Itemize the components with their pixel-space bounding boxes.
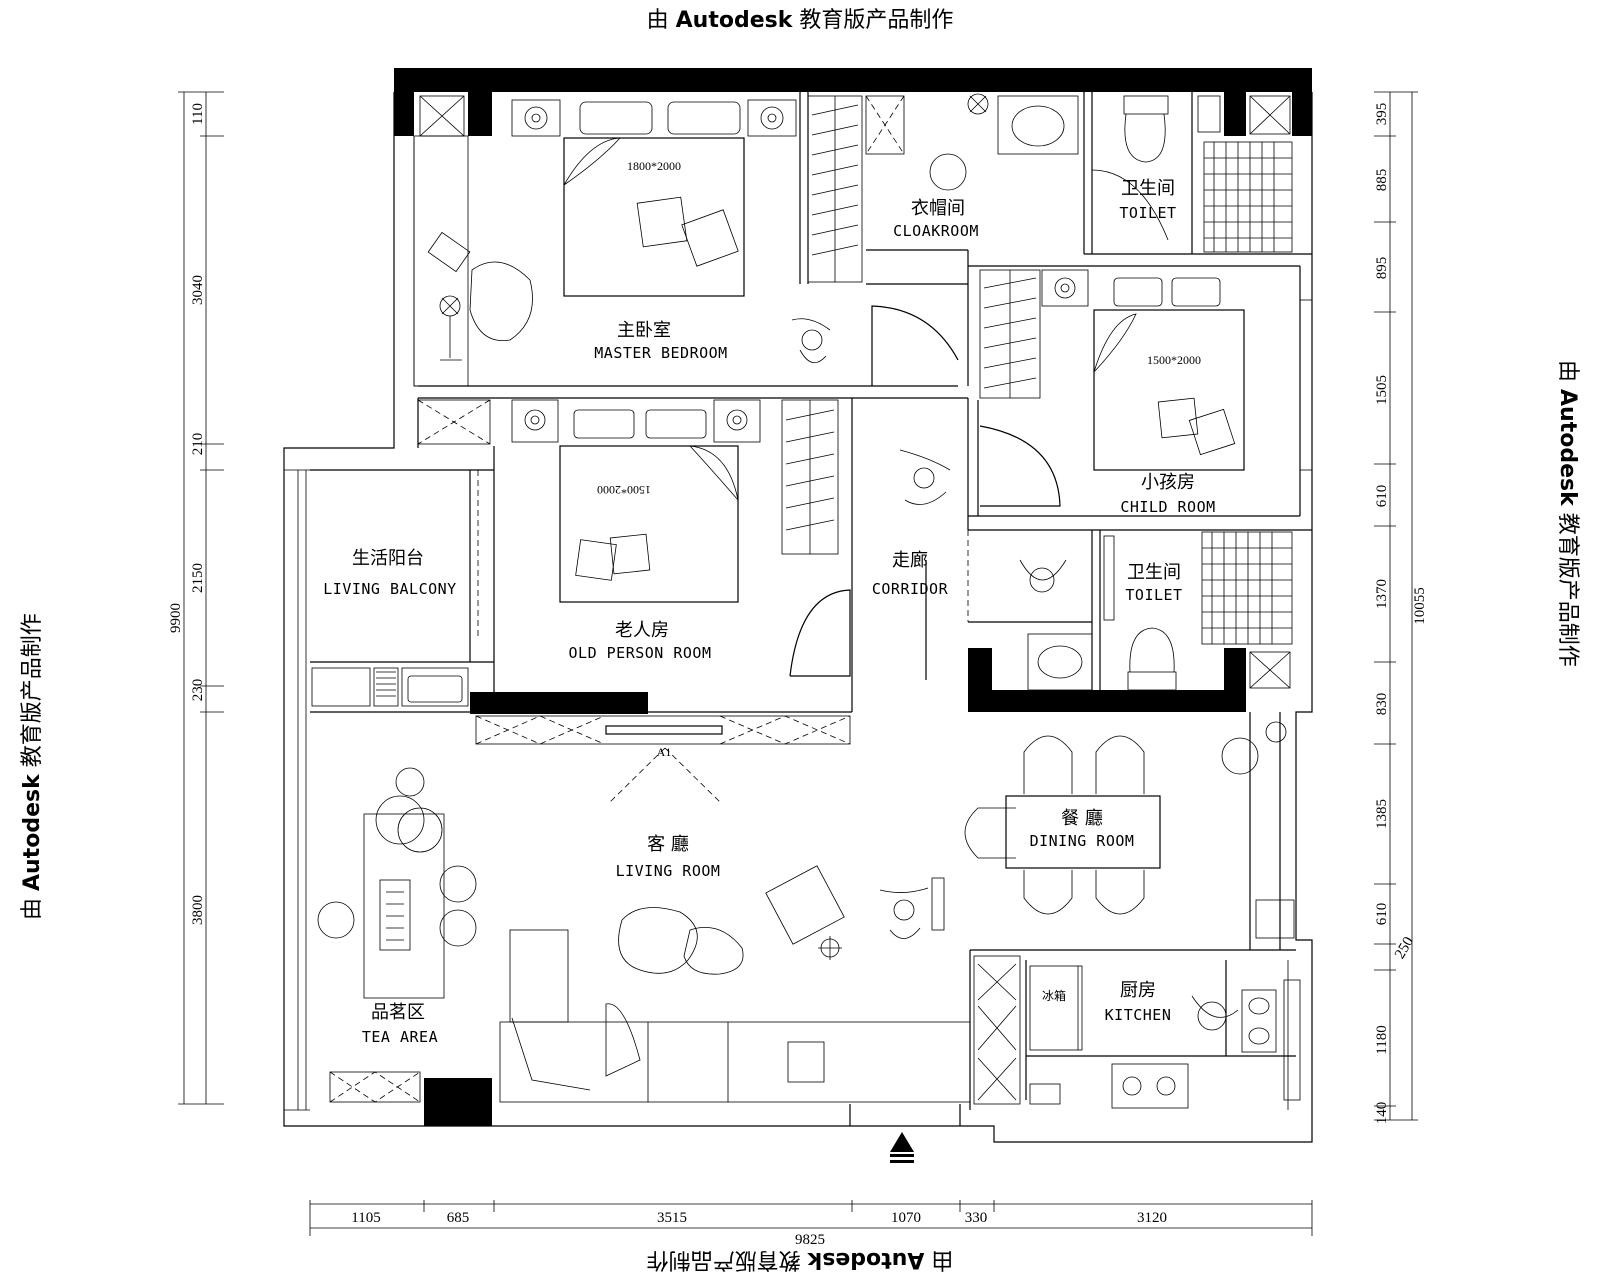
- dim-left-total: 9900: [168, 603, 184, 633]
- balcony-fixtures: [311, 667, 469, 707]
- label-living-room-zh: 客 廳: [647, 834, 689, 855]
- dim-right-8: 610: [1374, 903, 1390, 926]
- label-master-bedroom-zh: 主卧室: [617, 320, 671, 341]
- cloakroom-fixtures: [865, 93, 1079, 191]
- dim-bottom-4: 330: [965, 1210, 988, 1226]
- dim-bottom-1: 685: [447, 1210, 470, 1226]
- old-wardrobe: [781, 399, 839, 555]
- interior-walls: [310, 92, 1312, 1126]
- dimensions-right: 10055 395 885 895 1505 610 1370 830 1385…: [1374, 91, 1428, 1125]
- dim-right-9: 250: [1392, 934, 1417, 961]
- dimensions-left: 9900 110 3040 210 2150 230 3800: [168, 91, 224, 1105]
- label-kitchen-en: KITCHEN: [1105, 1006, 1172, 1024]
- dim-left-1: 3040: [190, 275, 206, 305]
- label-living-balcony-en: LIVING BALCONY: [323, 580, 456, 598]
- structural-walls: [394, 68, 1312, 1126]
- label-cloakroom-zh: 衣帽间: [911, 198, 965, 219]
- dim-right-3: 1505: [1374, 375, 1390, 405]
- label-toilet-top-en: TOILET: [1119, 204, 1176, 222]
- service-shafts: [329, 95, 1291, 1103]
- child-bed: [1041, 269, 1245, 471]
- room-labels: 主卧室 MASTER BEDROOM 1800*2000 衣帽间 CLOAKRO…: [323, 159, 1215, 1046]
- dim-bottom-0: 1105: [351, 1210, 380, 1226]
- label-toilet-top-zh: 卫生间: [1121, 178, 1175, 199]
- tea-table: [317, 767, 477, 999]
- kitchen-fixtures: [973, 955, 1277, 1109]
- dim-left-2: 210: [190, 433, 206, 456]
- dim-right-4: 610: [1374, 485, 1390, 508]
- windows: [413, 135, 1313, 1101]
- label-master-bed-size: 1800*2000: [627, 159, 681, 173]
- label-fridge: 冰箱: [1042, 988, 1066, 1003]
- child-door: [979, 425, 1061, 507]
- dim-right-7: 1385: [1374, 799, 1390, 829]
- person-figure-living: [879, 877, 945, 939]
- label-old-person-room-en: OLD PERSON ROOM: [569, 644, 712, 662]
- dim-right-1: 885: [1374, 169, 1390, 192]
- dim-bottom-3: 1070: [891, 1210, 921, 1226]
- master-door: [871, 305, 959, 386]
- tv-cabinet: [475, 715, 851, 803]
- dim-left-5: 3800: [190, 895, 206, 925]
- living-furniture: [499, 865, 971, 1103]
- dim-right-2: 895: [1374, 257, 1390, 280]
- dim-right-5: 1370: [1374, 579, 1390, 609]
- label-dining-room-zh: 餐 廳: [1061, 808, 1103, 829]
- toilet-top-fixtures: [1091, 95, 1293, 253]
- dim-right-10: 1180: [1374, 1025, 1390, 1054]
- label-tea-area-zh: 品茗区: [371, 1002, 425, 1023]
- label-toilet-mid-en: TOILET: [1125, 586, 1182, 604]
- master-desk: [427, 231, 533, 361]
- toilet-mid-fixtures: [1019, 531, 1293, 691]
- label-child-room-en: CHILD ROOM: [1120, 498, 1215, 516]
- label-corridor-en: CORRIDOR: [872, 580, 949, 598]
- label-living-room-en: LIVING ROOM: [616, 862, 721, 880]
- child-wardrobe: [979, 269, 1041, 399]
- label-child-bed-size: 1500*2000: [1147, 353, 1201, 367]
- master-bed: [511, 99, 797, 297]
- old-bed: [511, 399, 761, 603]
- dim-left-3: 2150: [190, 563, 206, 593]
- dim-left-4: 230: [190, 679, 206, 702]
- label-corridor-zh: 走廊: [892, 550, 928, 571]
- label-child-room-zh: 小孩房: [1141, 472, 1195, 493]
- dim-bottom-5: 3120: [1137, 1210, 1167, 1226]
- label-master-bedroom-en: MASTER BEDROOM: [594, 344, 727, 362]
- label-old-person-room-zh: 老人房: [615, 620, 669, 641]
- dim-bottom-total: 9825: [795, 1232, 825, 1248]
- outer-outline: [283, 92, 1313, 1143]
- master-wardrobe: [807, 95, 863, 283]
- label-tea-area-en: TEA AREA: [362, 1028, 438, 1046]
- watermark-top: 由 Autodesk 教育版产品制作: [646, 8, 954, 33]
- dim-left-0: 110: [190, 103, 206, 125]
- dim-right-0: 395: [1374, 103, 1390, 126]
- label-tv-marker: A1: [657, 745, 672, 759]
- dim-right-6: 830: [1374, 693, 1390, 716]
- entrance-arrow: [890, 1132, 914, 1163]
- person-figure-corridor: [899, 449, 951, 505]
- label-dining-room-en: DINING ROOM: [1030, 832, 1135, 850]
- label-cloakroom-en: CLOAKROOM: [893, 222, 979, 240]
- dimensions-bottom: 1105 685 3515 1070 330 3120 9825: [309, 1200, 1313, 1248]
- label-living-balcony-zh: 生活阳台: [352, 548, 424, 569]
- label-old-bed-size: 1500*2000: [597, 483, 651, 497]
- old-door: [789, 589, 851, 677]
- dim-right-11: 140: [1374, 1102, 1390, 1125]
- label-toilet-mid-zh: 卫生间: [1127, 562, 1181, 583]
- dim-bottom-2: 3515: [657, 1210, 687, 1226]
- dining-table: [964, 721, 1295, 939]
- person-figure-master: [791, 318, 831, 364]
- dim-right-total: 10055: [1412, 587, 1428, 625]
- label-kitchen-zh: 厨房: [1120, 980, 1156, 1001]
